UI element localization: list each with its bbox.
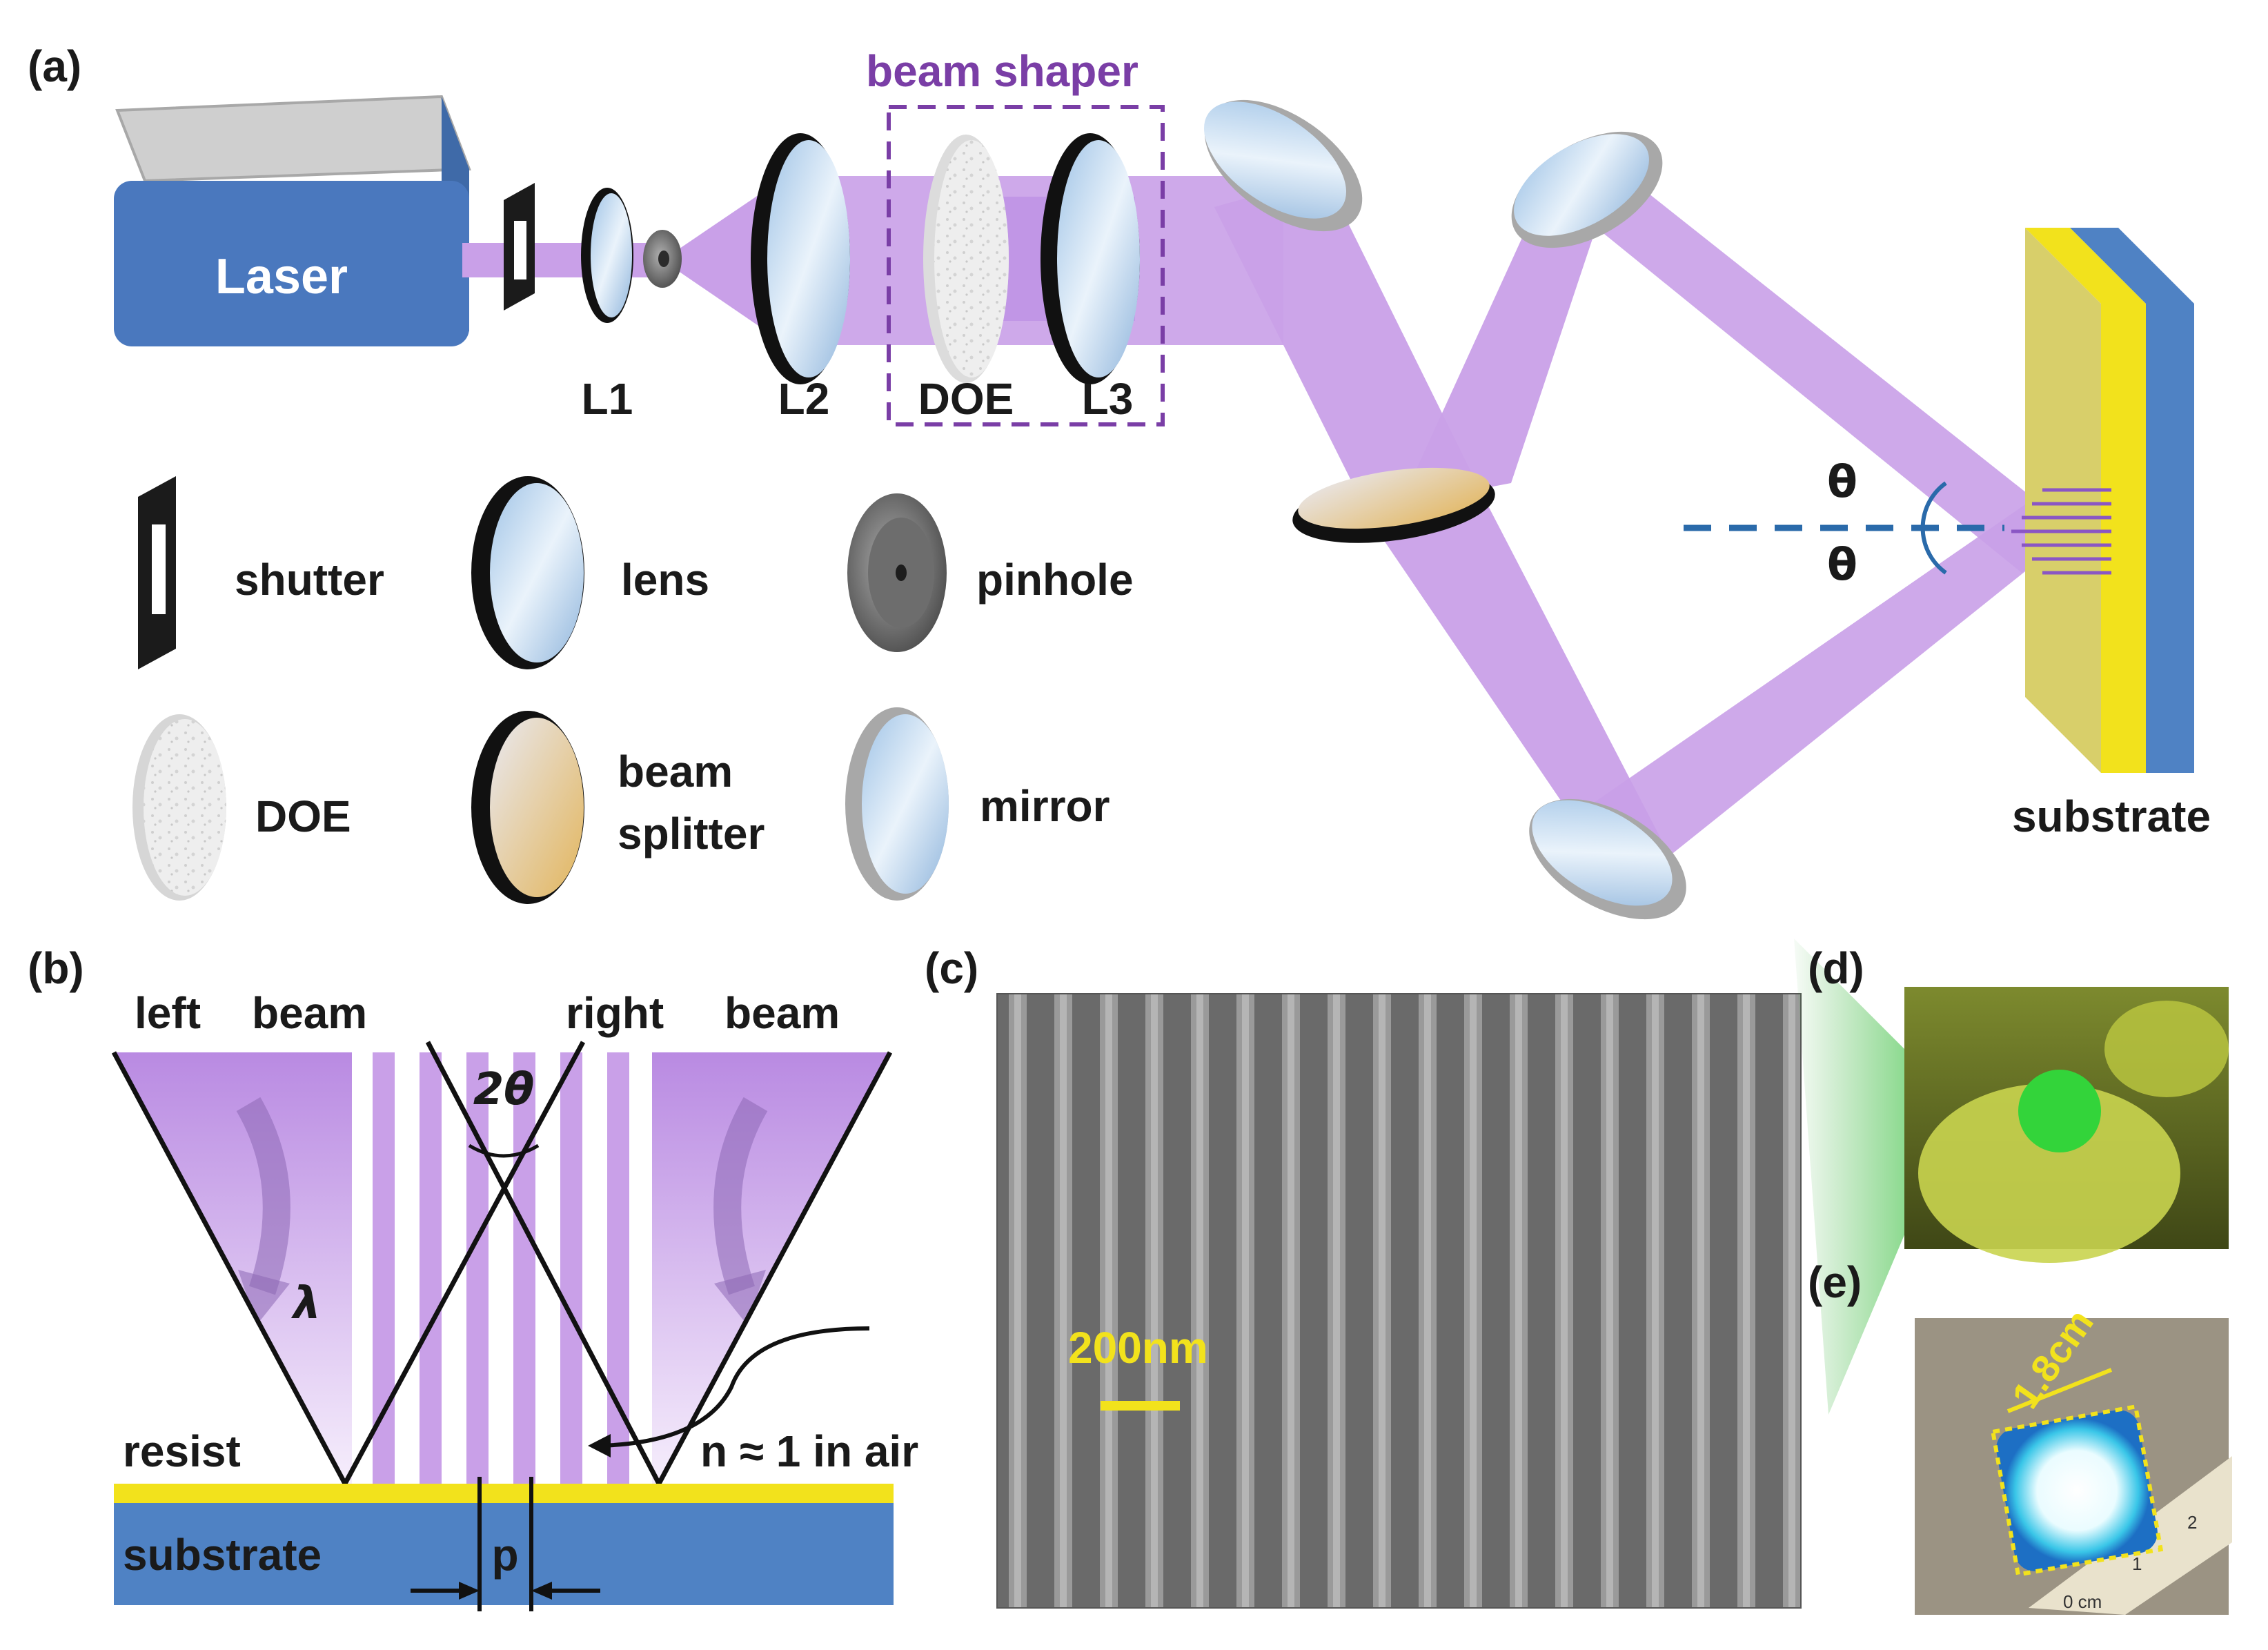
dimension-line <box>2006 1368 2113 1413</box>
resist-layer <box>114 1484 894 1503</box>
panel-b: (b) left beam right beam 2θ λ <box>28 943 918 1611</box>
left-beam-label-1: left <box>135 988 201 1038</box>
substrate-block <box>2025 228 2194 773</box>
lower-arm-2 <box>1587 483 2084 856</box>
left-beam-arrow-icon <box>236 1097 290 1295</box>
refractive-index-label: n ≈ 1 in air <box>700 1426 918 1476</box>
laser-label: Laser <box>215 249 348 304</box>
legend-mirror-label: mirror <box>980 781 1110 831</box>
mirror-1-icon <box>1204 99 1363 232</box>
legend-lens-label: lens <box>621 555 709 605</box>
sem-image <box>997 994 1801 1608</box>
legend: shutter lens pinhole DOE beam <box>132 476 1134 904</box>
legend-lens-icon <box>471 476 584 669</box>
label-doe: DOE <box>918 374 1014 424</box>
legend-shutter-label: shutter <box>235 555 384 605</box>
panel-d: (d) <box>1794 939 2229 1415</box>
lens-l3-icon <box>1041 133 1140 384</box>
right-beam-arrow-icon <box>713 1097 768 1295</box>
lower-arm-1 <box>1373 497 1670 870</box>
green-light-cone <box>1794 939 1960 1415</box>
fringe-marks <box>2011 488 2111 575</box>
beam-shaper-label: beam shaper <box>866 46 1138 96</box>
right-beam-label-1: right <box>566 988 664 1038</box>
ruler-mark-0: 0 cm <box>2063 1591 2102 1612</box>
label-l1: L1 <box>582 374 633 424</box>
shutter-icon <box>504 183 535 311</box>
legend-pinhole-label: pinhole <box>976 555 1134 605</box>
lens-l1-icon <box>581 188 633 323</box>
legend-doe-label: DOE <box>255 792 351 841</box>
legend-shutter-icon <box>138 476 176 669</box>
mirror-3-icon <box>1529 798 1686 920</box>
beam-shaper-box <box>887 105 1165 426</box>
theta-arc <box>1920 481 1947 575</box>
legend-mirror-icon <box>845 707 949 901</box>
legend-beam-splitter-icon <box>471 711 584 904</box>
legend-doe-icon <box>132 714 226 901</box>
panel-label-d: (d) <box>1808 943 1864 993</box>
ruler-mark-1: 1 <box>2132 1553 2142 1574</box>
theta-upper-label: θ <box>1827 457 1857 508</box>
beam-to-splitter <box>1214 176 1483 524</box>
angle-arc <box>468 1143 540 1158</box>
left-beam-label-2: beam <box>252 988 367 1038</box>
panel-c: (c) 200nm <box>925 943 1802 1609</box>
panel-e: (e) 0 cm 1 2 1.8cm <box>1808 1257 2232 1615</box>
substrate-label-b: substrate <box>123 1530 322 1580</box>
legend-pinhole-icon <box>847 493 947 652</box>
label-l3: L3 <box>1082 374 1134 424</box>
substrate-layer <box>114 1503 894 1605</box>
right-beam-label-2: beam <box>724 988 840 1038</box>
angle-label: 2θ <box>473 1064 535 1115</box>
laser-icon: Laser <box>114 95 471 346</box>
upper-arm-2 <box>1546 183 2084 573</box>
panel-label-e: (e) <box>1808 1257 1862 1307</box>
scale-bar <box>1101 1401 1180 1411</box>
theta-lower-label: θ <box>1827 540 1857 591</box>
panel-label-a: (a) <box>28 41 81 91</box>
upper-arm-1 <box>1401 186 1601 504</box>
beam-edges <box>111 1041 893 1485</box>
scale-bar-label: 200nm <box>1068 1323 1208 1373</box>
label-l2: L2 <box>778 374 830 424</box>
glowing-sample <box>1996 1410 2158 1571</box>
legend-beam-splitter-label-2: splitter <box>618 809 765 858</box>
ruler-mark-2: 2 <box>2187 1512 2197 1533</box>
lens-l2-icon <box>751 133 850 384</box>
panel-a: (a) Laser L1 <box>28 41 2211 920</box>
panel-label-c: (c) <box>925 943 978 993</box>
resist-label: resist <box>123 1426 241 1476</box>
beam-splitter-path-icon <box>1292 467 1495 543</box>
sample-outline <box>1990 1404 2164 1578</box>
period-label: p <box>491 1530 518 1580</box>
wavelength-label: λ <box>291 1278 322 1329</box>
mirror-2-icon <box>1511 131 1663 248</box>
substrate-label: substrate <box>2012 792 2211 841</box>
green-spot <box>2018 1070 2101 1152</box>
leaf-shape <box>1918 1083 2180 1263</box>
doe-icon <box>923 135 1009 383</box>
interference-stripes <box>373 1052 629 1484</box>
panel-label-b: (b) <box>28 943 84 993</box>
legend-beam-splitter-label-1: beam <box>618 747 733 796</box>
pinhole-small-icon <box>643 230 682 288</box>
pointer-line <box>600 1326 870 1448</box>
